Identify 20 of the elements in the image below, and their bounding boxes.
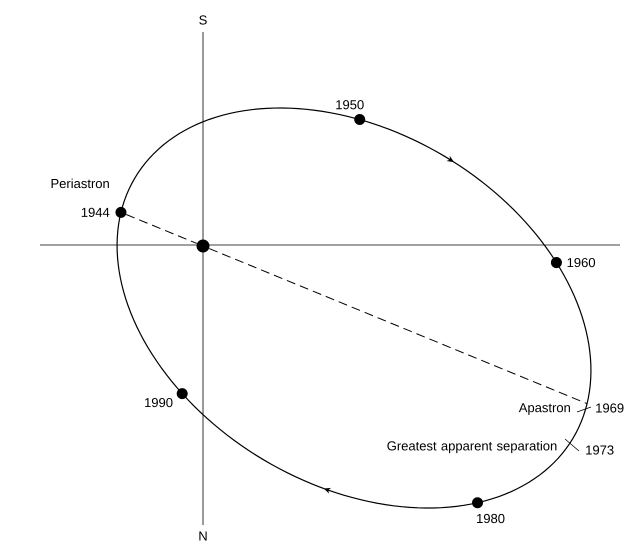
year-label: 1950 bbox=[336, 100, 364, 110]
year-label: 1960 bbox=[568, 258, 596, 268]
text-label: Apastron bbox=[518, 403, 570, 415]
axis-label: S bbox=[199, 15, 207, 25]
year-label: 1944 bbox=[82, 208, 110, 217]
position-dot bbox=[354, 114, 366, 126]
year-label: 1980 bbox=[477, 514, 504, 524]
text-label: Greatest apparent separation bbox=[387, 440, 556, 454]
star-dot bbox=[196, 240, 210, 252]
position-dot bbox=[115, 206, 126, 218]
year-label: 1990 bbox=[145, 398, 172, 408]
dashed-line bbox=[208, 248, 588, 404]
position-dot bbox=[472, 497, 484, 508]
year-label: Periastron bbox=[52, 178, 109, 188]
text-label: 1969 bbox=[596, 403, 624, 413]
text-label: 1973 bbox=[586, 445, 614, 455]
position-dot bbox=[176, 388, 188, 400]
position-dot bbox=[550, 257, 562, 268]
dashed-line bbox=[126, 214, 198, 244]
axis-label: N bbox=[199, 532, 207, 540]
